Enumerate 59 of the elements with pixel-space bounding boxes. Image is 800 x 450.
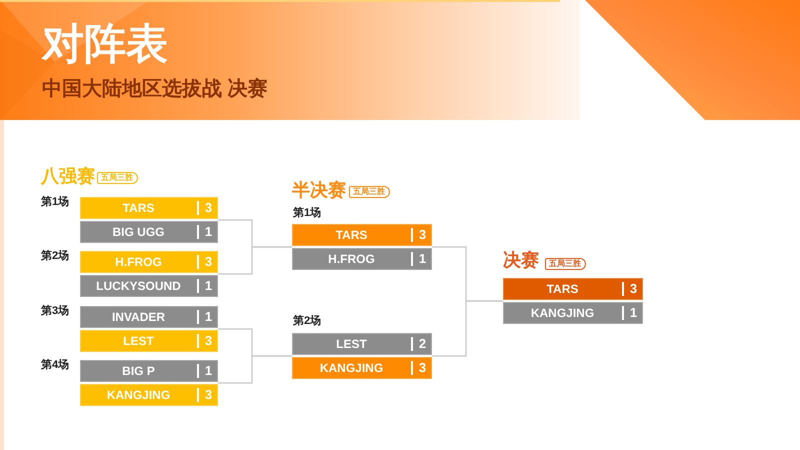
bracket-line [218, 246, 292, 275]
match-label: 第1场 [41, 196, 70, 209]
team-name: H.FROG [115, 255, 162, 269]
team-name: TARS [336, 228, 368, 242]
match-label: 第2场 [41, 250, 70, 263]
team-name: KANGJING [320, 361, 384, 375]
round-heading: 半决赛 [292, 180, 346, 200]
team-row [80, 197, 218, 219]
subtitle: 中国大陆地区选拔战 决赛 [42, 78, 268, 100]
badge: 五局三胜 [545, 258, 586, 270]
team-row [80, 275, 218, 297]
match-label: 第1场 [293, 207, 322, 220]
match-label: 第2场 [293, 315, 322, 328]
team-name: LEST [123, 334, 154, 348]
team-name: TARS [546, 282, 578, 296]
match-label: 第3场 [41, 305, 70, 318]
score: 3 [197, 334, 218, 348]
score: 3 [197, 201, 218, 215]
team-name: KANGJING [530, 306, 594, 320]
team-row [292, 357, 432, 379]
score: 3 [622, 282, 643, 296]
score: 3 [411, 228, 432, 242]
score: 1 [411, 252, 432, 266]
score: 1 [622, 306, 643, 320]
team-name: INVADER [112, 310, 166, 324]
team-row [292, 224, 432, 246]
team-name: BIG UGG [112, 225, 164, 239]
team-row [503, 302, 643, 324]
score: 1 [197, 225, 218, 239]
team-name: LEST [336, 337, 367, 351]
score: 3 [197, 255, 218, 269]
round-heading: 八强赛 [41, 166, 95, 186]
team-name: KANGJING [106, 388, 170, 402]
team-name: TARS [122, 201, 154, 215]
team-row [292, 248, 432, 270]
team-row [503, 278, 643, 300]
badge: 五局三胜 [97, 172, 138, 184]
score: 1 [197, 364, 218, 378]
team-name: LUCKYSOUND [96, 279, 181, 293]
title: 对阵表 [42, 20, 168, 68]
team-row [80, 306, 218, 328]
team-name: H.FROG [328, 252, 375, 266]
badge: 五局三胜 [349, 186, 390, 198]
team-row [80, 360, 218, 382]
score: 1 [197, 279, 218, 293]
score: 3 [197, 388, 218, 402]
score: 2 [411, 337, 432, 351]
bracket-line [432, 300, 503, 357]
bracket-line [218, 355, 292, 384]
team-row [292, 333, 432, 355]
round-heading: 决赛 [503, 250, 539, 270]
team-row [80, 251, 218, 273]
team-row [80, 221, 218, 243]
score: 3 [411, 361, 432, 375]
match-label: 第4场 [41, 359, 70, 372]
score: 1 [197, 310, 218, 324]
team-row [80, 384, 218, 406]
team-row [80, 330, 218, 352]
team-name: BIG P [122, 364, 155, 378]
